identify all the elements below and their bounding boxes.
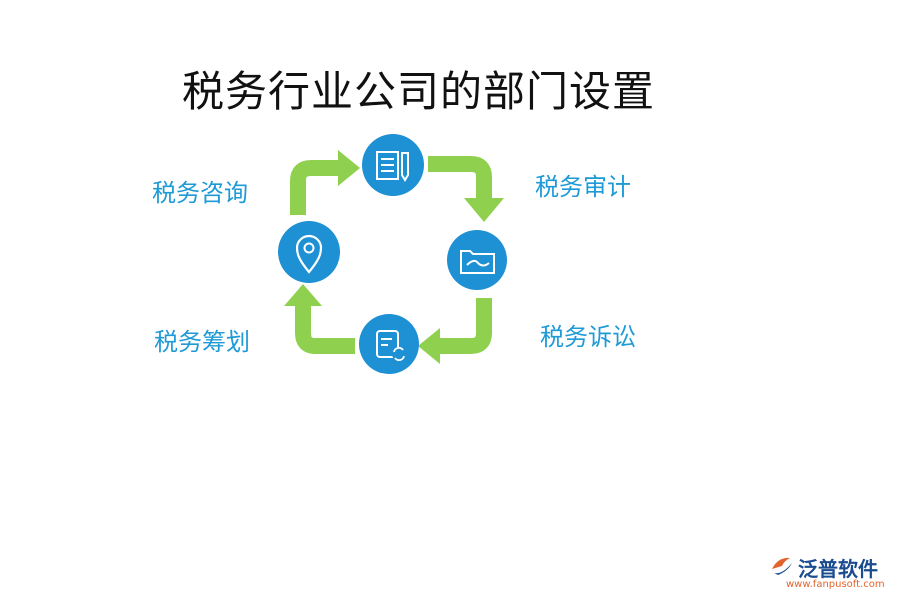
label-tax-consulting: 税务咨询 [152,179,248,207]
arrow-right-to-bottom [436,298,492,354]
label-tax-litigation: 税务诉讼 [540,323,636,351]
arrowhead-right [464,198,504,222]
logo-url: www.fanpusoft.com [786,579,885,590]
location-pin-icon [278,221,340,283]
logo-mark-icon [772,557,792,575]
document-refresh-icon [359,314,419,374]
arrowhead-top [338,150,360,186]
folder-icon [447,230,507,290]
brand-logo: 泛普软件 www.fanpusoft.com [768,553,893,593]
arrow-top-to-right [428,156,492,200]
arrow-bottom-to-left [295,304,355,354]
label-tax-planning: 税务筹划 [154,328,250,356]
logo-name: 泛普软件 [798,557,878,581]
label-tax-audit: 税务审计 [535,173,631,201]
arrowhead-bottom [418,328,440,364]
arrow-left-to-top [290,160,340,215]
page-title: 税务行业公司的部门设置 [182,67,656,116]
document-pen-icon [362,134,424,196]
arrowhead-left [284,284,322,306]
